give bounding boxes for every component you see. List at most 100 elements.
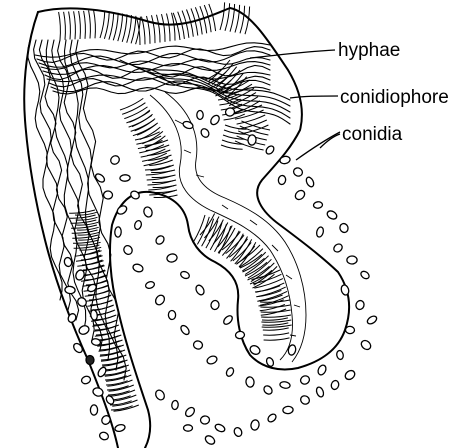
conidium [210, 300, 219, 310]
conidium [86, 355, 95, 365]
hyphae-label: hyphae [338, 40, 400, 61]
hypha [53, 87, 270, 94]
palisade-cell [240, 6, 245, 34]
conidium [90, 405, 97, 415]
conidium [279, 381, 290, 389]
palisade-cell [120, 98, 143, 110]
conidium [180, 270, 191, 280]
palisade-cell [263, 328, 289, 330]
conidium [339, 222, 350, 233]
palisade-cell [225, 3, 230, 31]
conidium [168, 310, 176, 319]
hyphae-strands [28, 40, 290, 380]
palisade-cell [74, 11, 76, 39]
conidium [360, 339, 373, 352]
conidium [347, 256, 357, 264]
conidium [262, 384, 273, 395]
palisade-cell [209, 4, 216, 31]
conidium [299, 374, 311, 385]
palisade-cell [131, 16, 136, 44]
palisade-cell [152, 180, 176, 183]
conidium [326, 209, 338, 220]
conidium [345, 326, 354, 334]
conidium [344, 369, 357, 382]
palisade-cell [157, 15, 161, 43]
conidium [245, 376, 254, 387]
conidium [283, 406, 294, 414]
palisade-cell [89, 11, 91, 39]
palisade-cell [70, 215, 96, 218]
conidium [366, 315, 378, 326]
palisade-cell [220, 2, 225, 30]
palisade-cell [162, 14, 166, 42]
conidium [204, 434, 216, 446]
conidium [206, 355, 218, 366]
conidium [116, 204, 128, 216]
conidium [355, 299, 366, 310]
conidium [248, 135, 257, 146]
conidium [98, 431, 109, 441]
conidium [114, 424, 126, 433]
palisade-cell [104, 11, 109, 39]
conidium [209, 114, 221, 126]
conidium [267, 413, 278, 424]
conidia-leader-1 [296, 132, 340, 160]
palisade-cell [262, 318, 288, 320]
conidium [225, 367, 235, 378]
conidium [122, 244, 134, 256]
palisade-cell [167, 14, 171, 42]
conidia-leader-2 [320, 134, 340, 148]
palisade-cell [79, 11, 81, 39]
conidium [143, 206, 154, 218]
conidium [129, 189, 140, 200]
palisade-cell [221, 145, 243, 149]
conidium [200, 127, 211, 138]
conidium [103, 191, 112, 199]
conidium [214, 423, 226, 433]
palisade-cell [118, 14, 123, 42]
conidium [305, 176, 315, 188]
conidium [182, 120, 194, 130]
palisade-cell [109, 12, 114, 40]
conidium [120, 175, 131, 182]
conidium [292, 166, 304, 177]
palisade-cell [261, 315, 291, 317]
conidium [115, 227, 122, 238]
conidium [64, 286, 75, 294]
palisade-cell [59, 12, 61, 40]
palisade-cell [94, 10, 96, 38]
palisade-cell [127, 15, 132, 43]
palisade-cell [113, 13, 118, 41]
conidium [316, 226, 325, 238]
palisade-cell [264, 338, 290, 340]
palisade-cell [153, 190, 177, 193]
conidium [317, 364, 328, 376]
conidium [359, 270, 370, 280]
palisade-cell [84, 11, 86, 39]
conidium [90, 309, 98, 320]
palisade-cell [245, 7, 250, 35]
conidium [200, 415, 210, 424]
conidium [78, 324, 91, 336]
conidium [72, 342, 84, 354]
conidium [81, 375, 92, 385]
conidium [250, 419, 260, 431]
conidium [315, 386, 325, 398]
conidium [132, 263, 144, 273]
palisade-cell [262, 323, 288, 325]
palisade-cell [223, 135, 245, 139]
conidium [109, 154, 121, 166]
palisade-cell [100, 10, 105, 38]
palisade-cell [204, 5, 211, 32]
palisade-cell [69, 210, 95, 213]
conidium [336, 350, 344, 360]
palisade-cell [69, 12, 71, 40]
conidiophore-leader [290, 96, 338, 98]
palisade-cell [263, 333, 289, 335]
hypha [46, 40, 85, 330]
conidium [222, 314, 234, 326]
conidium [233, 426, 243, 437]
conidiophore-label: conidiophore [340, 87, 449, 108]
conidium [235, 331, 245, 339]
